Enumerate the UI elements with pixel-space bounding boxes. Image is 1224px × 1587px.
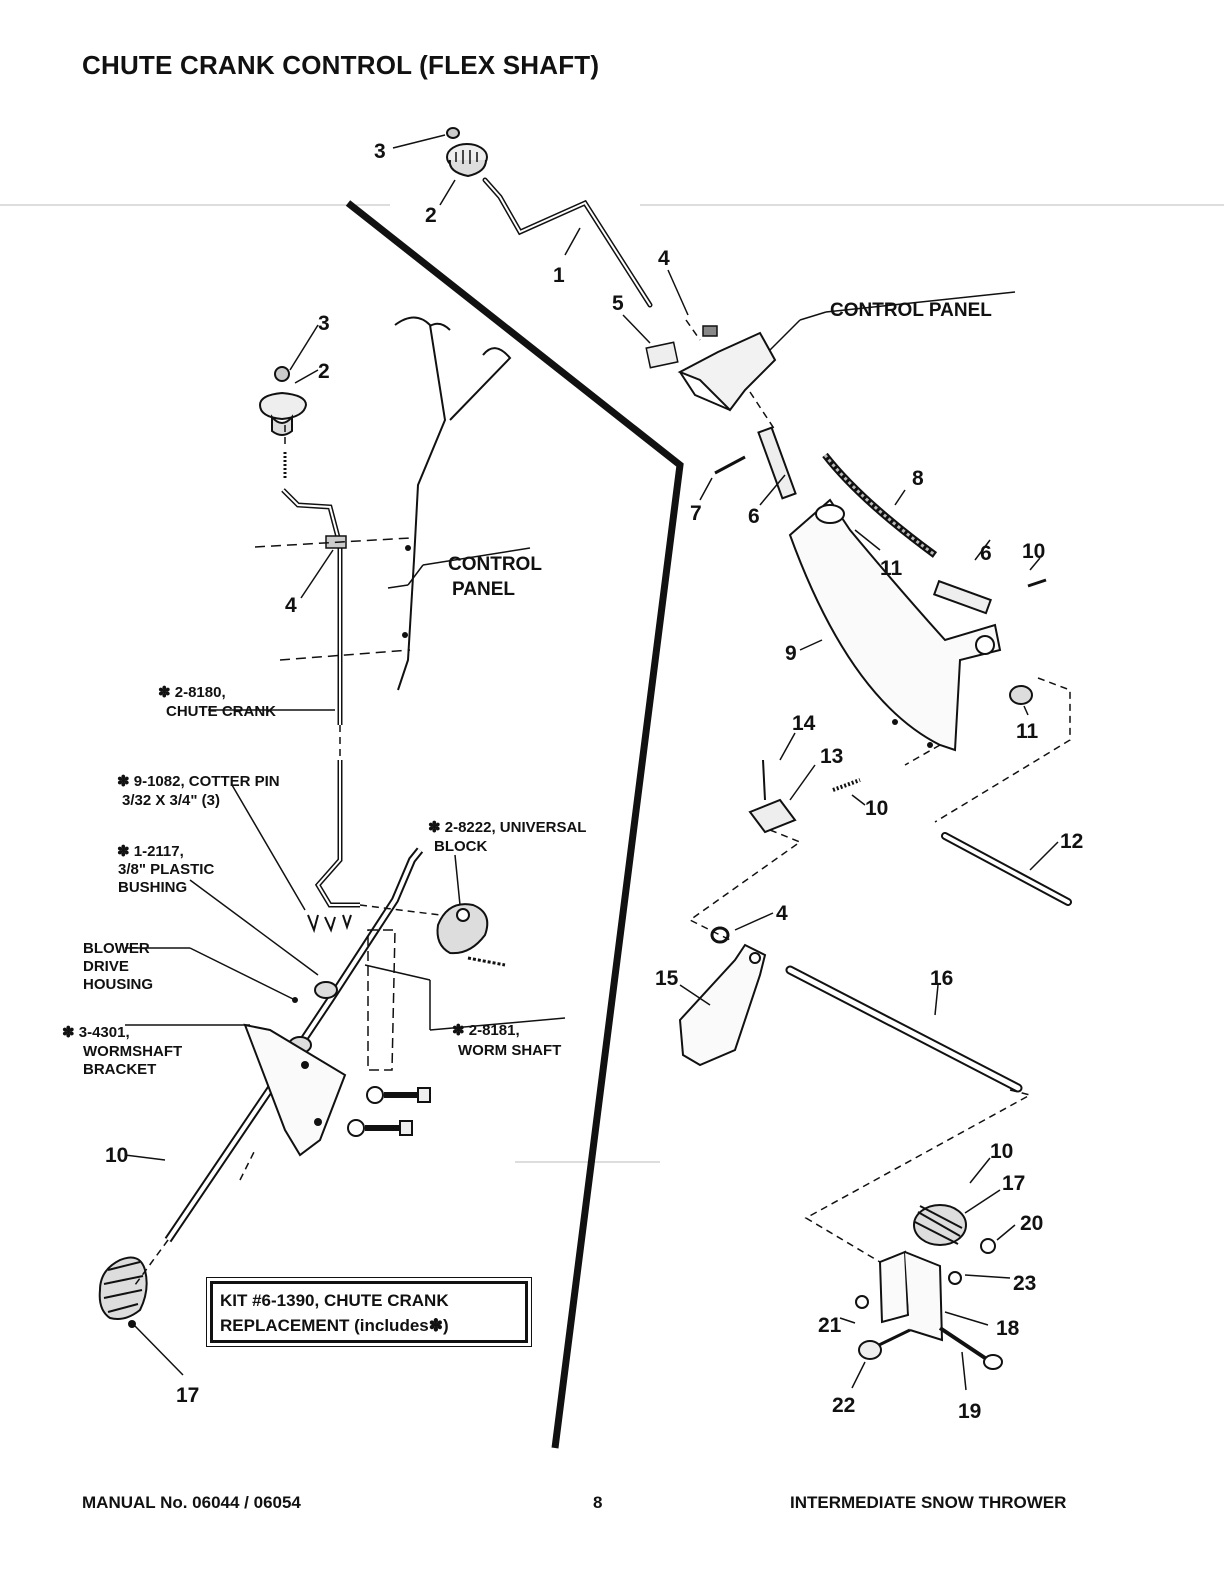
chute-crank-upper xyxy=(482,177,653,308)
cotter-pins xyxy=(307,914,352,934)
kit-note-line-1: KIT #6-1390, CHUTE CRANK xyxy=(220,1291,449,1310)
callout-18: 18 xyxy=(996,1317,1020,1340)
callout-10-upper: 10 xyxy=(1022,540,1045,563)
worm-gear-left xyxy=(98,1256,148,1328)
label-cotter-pin-2: 3/32 X 3/4" (3) xyxy=(122,792,220,809)
bracket-15 xyxy=(678,943,767,1067)
assembly-dashes-right xyxy=(685,319,1071,1263)
shaft-16 xyxy=(785,965,1023,1093)
assembly-dashes-left xyxy=(134,425,441,1286)
callout-6-right: 6 xyxy=(980,542,992,565)
callout-17-left: 17 xyxy=(176,1384,199,1407)
label-blower-3: HOUSING xyxy=(83,976,153,993)
pin-10b xyxy=(832,778,861,792)
label-control-panel-left-2: PANEL xyxy=(452,579,515,600)
crank-knob-upper xyxy=(446,127,488,178)
callout-15: 15 xyxy=(655,967,679,990)
callout-13: 13 xyxy=(820,745,843,768)
label-universal-block-1: ✽ 2-8222, UNIVERSAL xyxy=(428,819,586,836)
label-bracket-2: WORMSHAFT xyxy=(83,1043,182,1060)
callout-2-left: 2 xyxy=(318,360,330,383)
bolt-19 xyxy=(938,1326,1003,1370)
callout-16: 16 xyxy=(930,967,953,990)
callout-4-left: 4 xyxy=(285,594,297,617)
callout-7: 7 xyxy=(690,502,702,525)
callout-12: 12 xyxy=(1060,830,1083,853)
pin-7 xyxy=(714,455,746,475)
callout-10-left: 10 xyxy=(105,1144,128,1167)
label-control-panel-left-1: CONTROL xyxy=(448,554,542,575)
shaft-12 xyxy=(941,832,1072,906)
callout-19: 19 xyxy=(958,1400,981,1423)
leader-lines xyxy=(124,134,1059,1391)
callout-8: 8 xyxy=(912,467,924,490)
universal-block xyxy=(436,903,506,967)
bolt-22 xyxy=(858,1328,911,1360)
label-worm-shaft-1: ✽ 2-8181, xyxy=(452,1022,520,1039)
callout-9: 9 xyxy=(785,642,797,665)
control-panel-left xyxy=(254,316,512,691)
callout-20: 20 xyxy=(1020,1212,1043,1235)
footer-product-name: INTERMEDIATE SNOW THROWER xyxy=(790,1493,1067,1512)
divider-line xyxy=(345,200,684,1449)
wormshaft-bracket xyxy=(243,929,396,1157)
control-panel-upper xyxy=(645,325,777,412)
callout-6-left: 6 xyxy=(748,505,760,528)
callout-4-upper: 4 xyxy=(658,247,670,270)
label-cotter-pin-1: ✽ 9-1082, COTTER PIN xyxy=(117,773,280,790)
label-blower-2: DRIVE xyxy=(83,958,129,975)
label-control-panel-right: CONTROL PANEL xyxy=(830,300,992,321)
callout-21: 21 xyxy=(818,1314,842,1337)
callout-2-upper: 2 xyxy=(425,204,437,227)
label-bracket-1: ✽ 3-4301, xyxy=(62,1024,130,1041)
yoke-13 xyxy=(748,759,797,834)
callout-3-upper: 3 xyxy=(374,140,386,163)
callout-11-upper: 11 xyxy=(880,557,903,580)
callout-11-lower: 11 xyxy=(1016,720,1039,743)
label-universal-block-2: BLOCK xyxy=(434,838,487,855)
bracket-18 xyxy=(855,1250,962,1342)
kit-note-line-2: REPLACEMENT (includes✽) xyxy=(220,1316,449,1335)
label-bracket-3: BRACKET xyxy=(83,1061,156,1078)
page-title: CHUTE CRANK CONTROL (FLEX SHAFT) xyxy=(82,50,600,80)
callout-10-lower: 10 xyxy=(990,1140,1013,1163)
label-bushing-1: ✽ 1-2117, xyxy=(117,843,184,860)
flex-shaft-8 xyxy=(822,452,938,558)
label-blower-1: BLOWER xyxy=(83,940,150,957)
callout-23: 23 xyxy=(1013,1272,1036,1295)
label-worm-shaft-2: WORM SHAFT xyxy=(458,1042,561,1059)
pin-10 xyxy=(1027,578,1047,588)
label-chute-crank-2: CHUTE CRANK xyxy=(166,703,276,720)
chute-bracket xyxy=(788,498,1033,752)
chute-crank-left xyxy=(281,488,360,908)
callout-4-lower: 4 xyxy=(776,902,788,925)
callout-22: 22 xyxy=(832,1394,855,1417)
kit-note-box: KIT #6-1390, CHUTE CRANK REPLACEMENT (in… xyxy=(206,1277,532,1347)
callout-14: 14 xyxy=(792,712,816,735)
callout-10-middle: 10 xyxy=(865,797,888,820)
footer-page-number: 8 xyxy=(593,1493,603,1512)
callout-5: 5 xyxy=(612,292,624,315)
washer-4 xyxy=(710,926,730,944)
label-bushing-2: 3/8" PLASTIC xyxy=(118,861,214,878)
label-bushing-3: BUSHING xyxy=(118,879,187,896)
callout-17-right: 17 xyxy=(1002,1172,1025,1195)
footer-manual-number: MANUAL No. 06044 / 06054 xyxy=(82,1493,301,1512)
bolts-left xyxy=(347,1086,431,1137)
coupling-6 xyxy=(757,426,992,615)
worm-gear-17 xyxy=(913,1204,996,1254)
callout-1: 1 xyxy=(553,264,565,287)
crank-knob-left xyxy=(258,366,308,478)
label-chute-crank-1: ✽ 2-8180, xyxy=(158,684,226,701)
callout-3-left: 3 xyxy=(318,312,330,335)
